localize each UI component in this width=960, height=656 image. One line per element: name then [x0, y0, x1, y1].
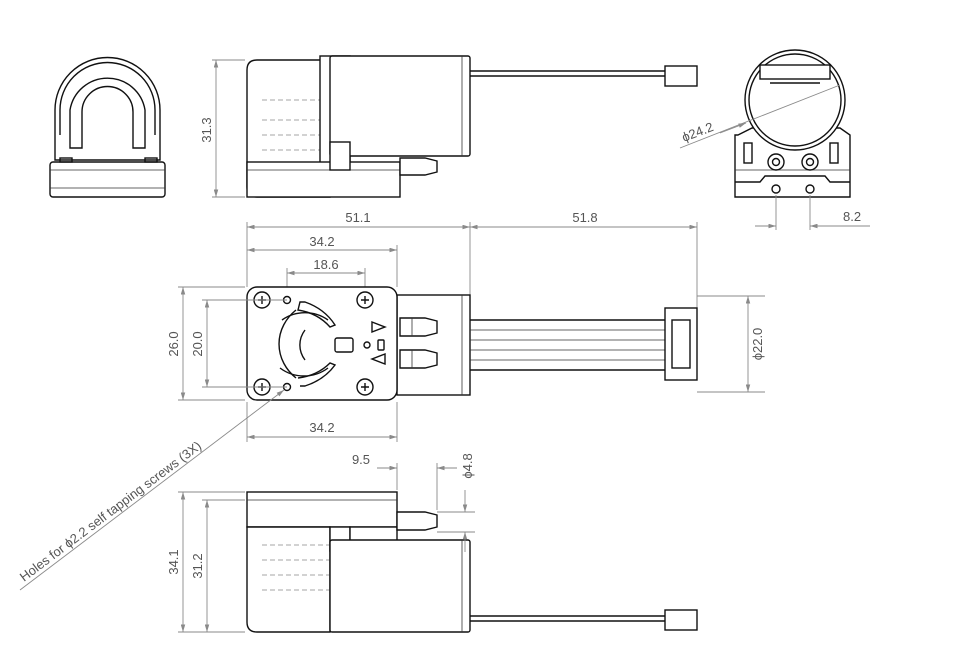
side-view-top: 31.3: [199, 55, 698, 198]
dim-plate-width-bottom: 34.2: [309, 420, 334, 435]
flow-out-arrow-icon: [371, 320, 387, 334]
dim-barb-diameter: ϕ4.8: [460, 453, 475, 478]
dim-hole-spacing-end: 8.2: [843, 209, 861, 224]
dim-total-height: 34.1: [166, 549, 181, 574]
dim-barb-length: 9.5: [352, 452, 370, 467]
dim-plate-height: 26.0: [166, 331, 181, 356]
connector: [664, 65, 698, 87]
dim-length-body: 51.1: [345, 210, 370, 225]
dim-hole-spacing-vertical: 20.0: [190, 331, 205, 356]
dim-length-cable: 51.8: [572, 210, 597, 225]
ribbon-cable: [470, 319, 665, 371]
dim-connector-diameter: ϕ22.0: [750, 328, 765, 361]
dim-motor-height: 31.2: [190, 553, 205, 578]
ribbon-connector: [664, 307, 698, 381]
dim-hole-spacing-top: 18.6: [313, 257, 338, 272]
flow-in-arrow-icon: [370, 352, 386, 366]
dim-plate-width-top: 34.2: [309, 234, 334, 249]
end-view-left: [49, 56, 166, 198]
side-view-bottom: 9.5 ϕ4.8 34.1 31.2: [166, 452, 698, 633]
dim-top-height: 31.3: [199, 117, 214, 142]
end-view-right: ϕ24.2 8.2: [680, 49, 870, 230]
